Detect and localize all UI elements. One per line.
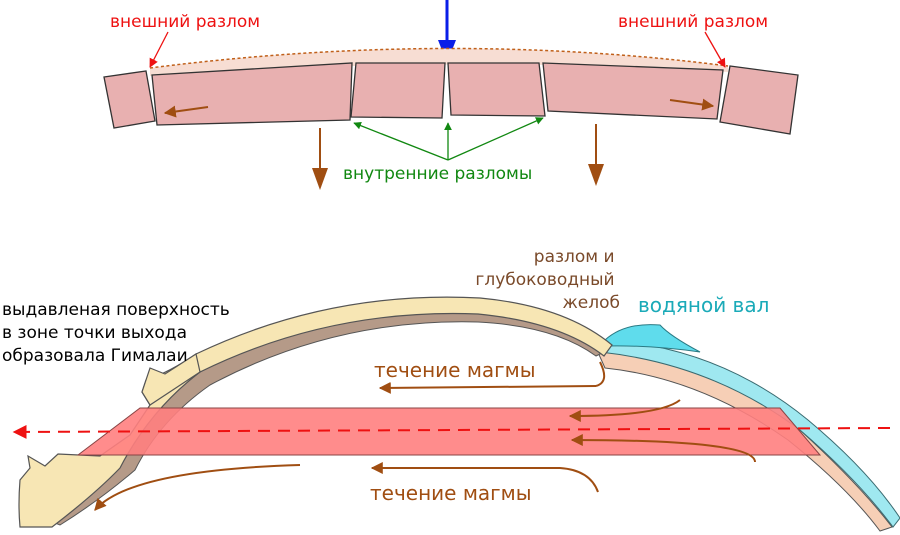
outer-fault-label-left: внешний разлом: [110, 12, 260, 32]
plate-blocks: [103, 62, 799, 135]
plate-block-center-left: [350, 62, 446, 119]
sinking-arrow-left: [312, 128, 328, 190]
inner-faults-label: внутренние разломы: [343, 164, 532, 184]
block-motion-arrow-left: [163, 105, 209, 118]
magma-flow-label-upper: течение магмы: [374, 358, 536, 382]
plate-block-left-outer: [103, 70, 156, 129]
top-diagram: внешний разлом внешний разлом внутренние…: [103, 0, 799, 190]
bottom-diagram: выдавленая поверхность в зоне точки выхо…: [2, 247, 900, 532]
fault-trench-label: разлом и глубоководный желоб: [475, 247, 620, 313]
overriding-crust: [18, 296, 613, 528]
original-surface-line: [149, 47, 729, 69]
outer-fault-pointer-left: [149, 31, 169, 68]
magma-flow-label-lower: течение магмы: [370, 481, 532, 505]
plate-block-center-right: [447, 62, 546, 117]
inner-fault-pointers: [353, 117, 544, 161]
water-swell-label: водяной вал: [638, 293, 769, 317]
water-swell-shape: [604, 324, 701, 353]
horizontal-axis-arrow: [12, 424, 891, 439]
sinking-arrow-right: [588, 124, 604, 186]
block-motion-arrow-right: [669, 98, 715, 111]
magma-flow-arrows: [94, 361, 756, 511]
himalaya-ridge: [141, 353, 201, 406]
magma-band: [76, 407, 822, 456]
surface-bulge: [150, 48, 728, 76]
outer-fault-label-right: внешний разлом: [618, 12, 768, 32]
plate-block-right-outer: [719, 65, 799, 135]
plate-block-left: [151, 62, 353, 126]
plate-block-right: [542, 62, 724, 120]
outer-fault-pointer-right: [704, 31, 726, 68]
extruded-surface-label: выдавленая поверхность в зоне точки выхо…: [2, 300, 235, 366]
subducting-plate-cyan: [599, 339, 900, 528]
